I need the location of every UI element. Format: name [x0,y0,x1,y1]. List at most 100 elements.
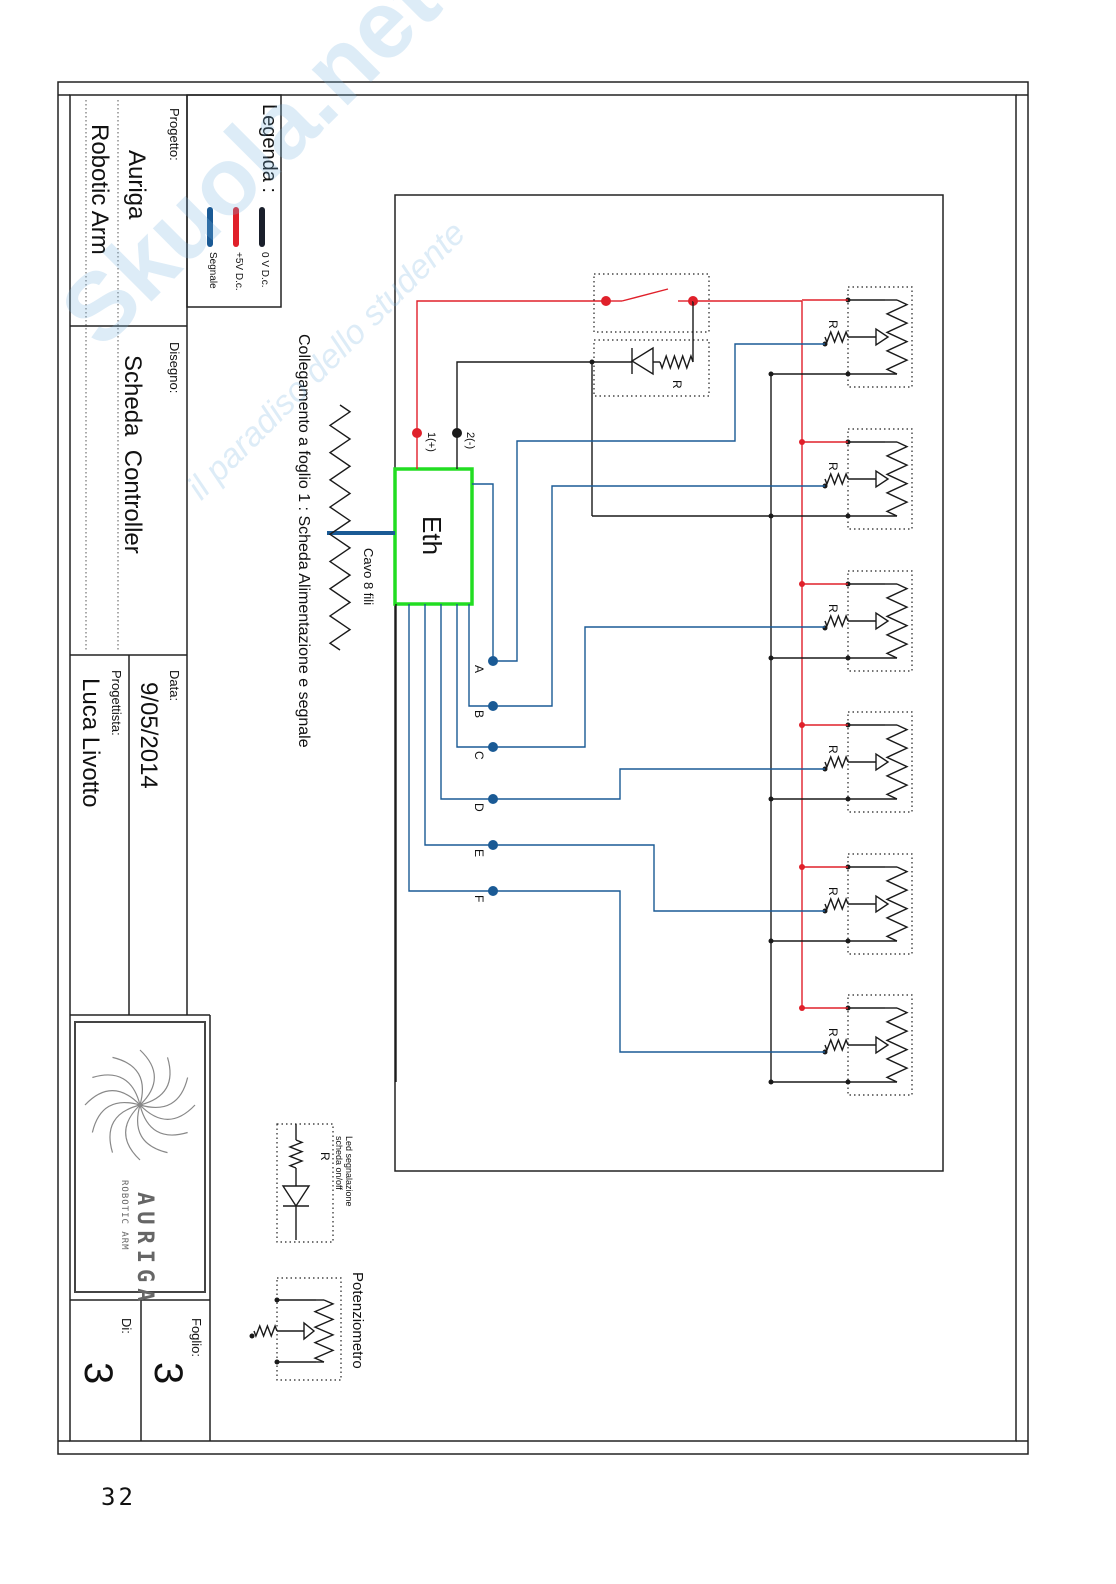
wiper-terminal [822,625,828,631]
date-label: Data: [167,670,182,702]
pot-terminal [845,1079,851,1085]
of-value: 3 [76,1362,120,1385]
wiper-resistor [824,614,849,628]
logo-subtext: ROBOTIC ARM [119,1180,129,1251]
led-legend-label-2: scheda on/off [334,1136,344,1190]
wiper-resistor-label: R [826,604,840,613]
signal-pin-label-b: B [472,710,486,719]
led-legend-box [276,1123,334,1243]
logo-swirl [91,1101,141,1133]
legend-led-diode [281,1185,311,1208]
wiper-resistor [824,897,849,911]
cable-break-zigzag [328,404,352,651]
pot-terminal [845,371,851,377]
legend-wiper-arrow [303,1321,316,1341]
led-legend-resistor-label: R [318,1152,332,1161]
signal-wire [424,604,493,846]
junction-dot [768,1079,774,1085]
signal-wire [493,626,825,748]
date-value: 9/05/2014 [135,682,162,789]
legend-signal-label: Segnale [207,252,218,289]
legend-title: Legenda : [258,104,280,193]
signal-wire [493,485,825,707]
page-number: 32 [101,1483,136,1511]
signal-wire [408,604,493,892]
project-label: Progetto: [167,108,182,161]
signal-wire [493,844,825,912]
logo-text: AURIGA [132,1192,157,1308]
wiper-resistor-label: R [826,745,840,754]
logo-swirl [136,1104,168,1154]
wiper-resistor-label: R [826,1028,840,1037]
outer-frame [57,81,1029,1455]
potentiometer-box [847,711,913,813]
potentiometer [885,724,909,800]
logo-swirl [139,1049,155,1106]
wiper-resistor [824,1038,849,1052]
junction-dot [799,439,805,445]
led-resistor-label: R [670,380,684,389]
wiper-arrow [875,894,890,914]
junction-dot [768,371,774,377]
pot-terminal [845,655,851,661]
signal-wire [456,604,493,748]
led-diode [630,346,654,376]
sheet-label: Foglio: [189,1318,204,1358]
signal-pin-label-a: A [472,665,486,674]
switch-box [593,273,710,333]
potentiometer-box [847,286,913,388]
ground-wire [456,361,592,469]
wiper-resistor [824,472,849,486]
drawing-value: Scheda Controller [119,355,146,554]
inner-frame [69,94,1017,1442]
signal-pin-label-f: F [472,895,486,903]
schematic-box [394,194,944,1172]
cable-label: Cavo 8 fili [361,548,376,606]
signal-wire [493,768,825,800]
legend-wiper-resistor [253,1324,278,1338]
legend-terminal [274,1359,280,1365]
logo-frame [74,1021,206,1293]
junction-dot [799,1005,805,1011]
switch-lever [621,288,669,302]
junction-dot [799,864,805,870]
logo-swirl [139,1104,196,1120]
sheet-value: 3 [146,1362,190,1385]
sheet-link-label: Collegamento a foglio 1 : Scheda Aliment… [295,334,312,748]
pin-minus-label: 2(-) [464,432,476,450]
legend-resistor [288,1139,304,1169]
logo-swirl [92,1074,141,1106]
signal-wire [468,604,493,707]
power-pin-dot [412,428,422,438]
potentiometer-legend-label: Potenziometro [349,1272,366,1369]
junction-dot [768,938,774,944]
project-value-line1: Auriga [123,150,150,220]
led-legend-label-1: Led segnalazione [344,1136,354,1207]
wiper-arrow [875,611,890,631]
project-value-line2: Robotic Arm [86,124,113,255]
logo-swirl [84,1090,141,1106]
legend-box [186,94,282,308]
wiper-arrow [875,469,890,489]
logo-swirl [139,1077,189,1109]
junction-dot [799,581,805,587]
wiper-arrow [875,327,890,347]
logo-swirl [112,1056,144,1106]
potentiometer-box [847,570,913,672]
pot-terminal [845,796,851,802]
legend-ground-label: 0 V D.c. [259,252,270,288]
pot-terminal [845,513,851,519]
eth-connector [393,467,474,606]
junction-dot [799,722,805,728]
pin-plus-label: 1(+) [425,432,437,452]
logo-swirl [139,1104,188,1136]
potentiometer [885,441,909,517]
signal-wire [472,483,494,661]
legend-power-label: +5V D.c. [233,252,244,291]
pot-terminal [845,938,851,944]
of-label: Di: [119,1318,134,1334]
drawing-label: Disegno: [167,342,182,394]
potentiometer [885,1007,909,1083]
wiper-resistor-label: R [826,320,840,329]
